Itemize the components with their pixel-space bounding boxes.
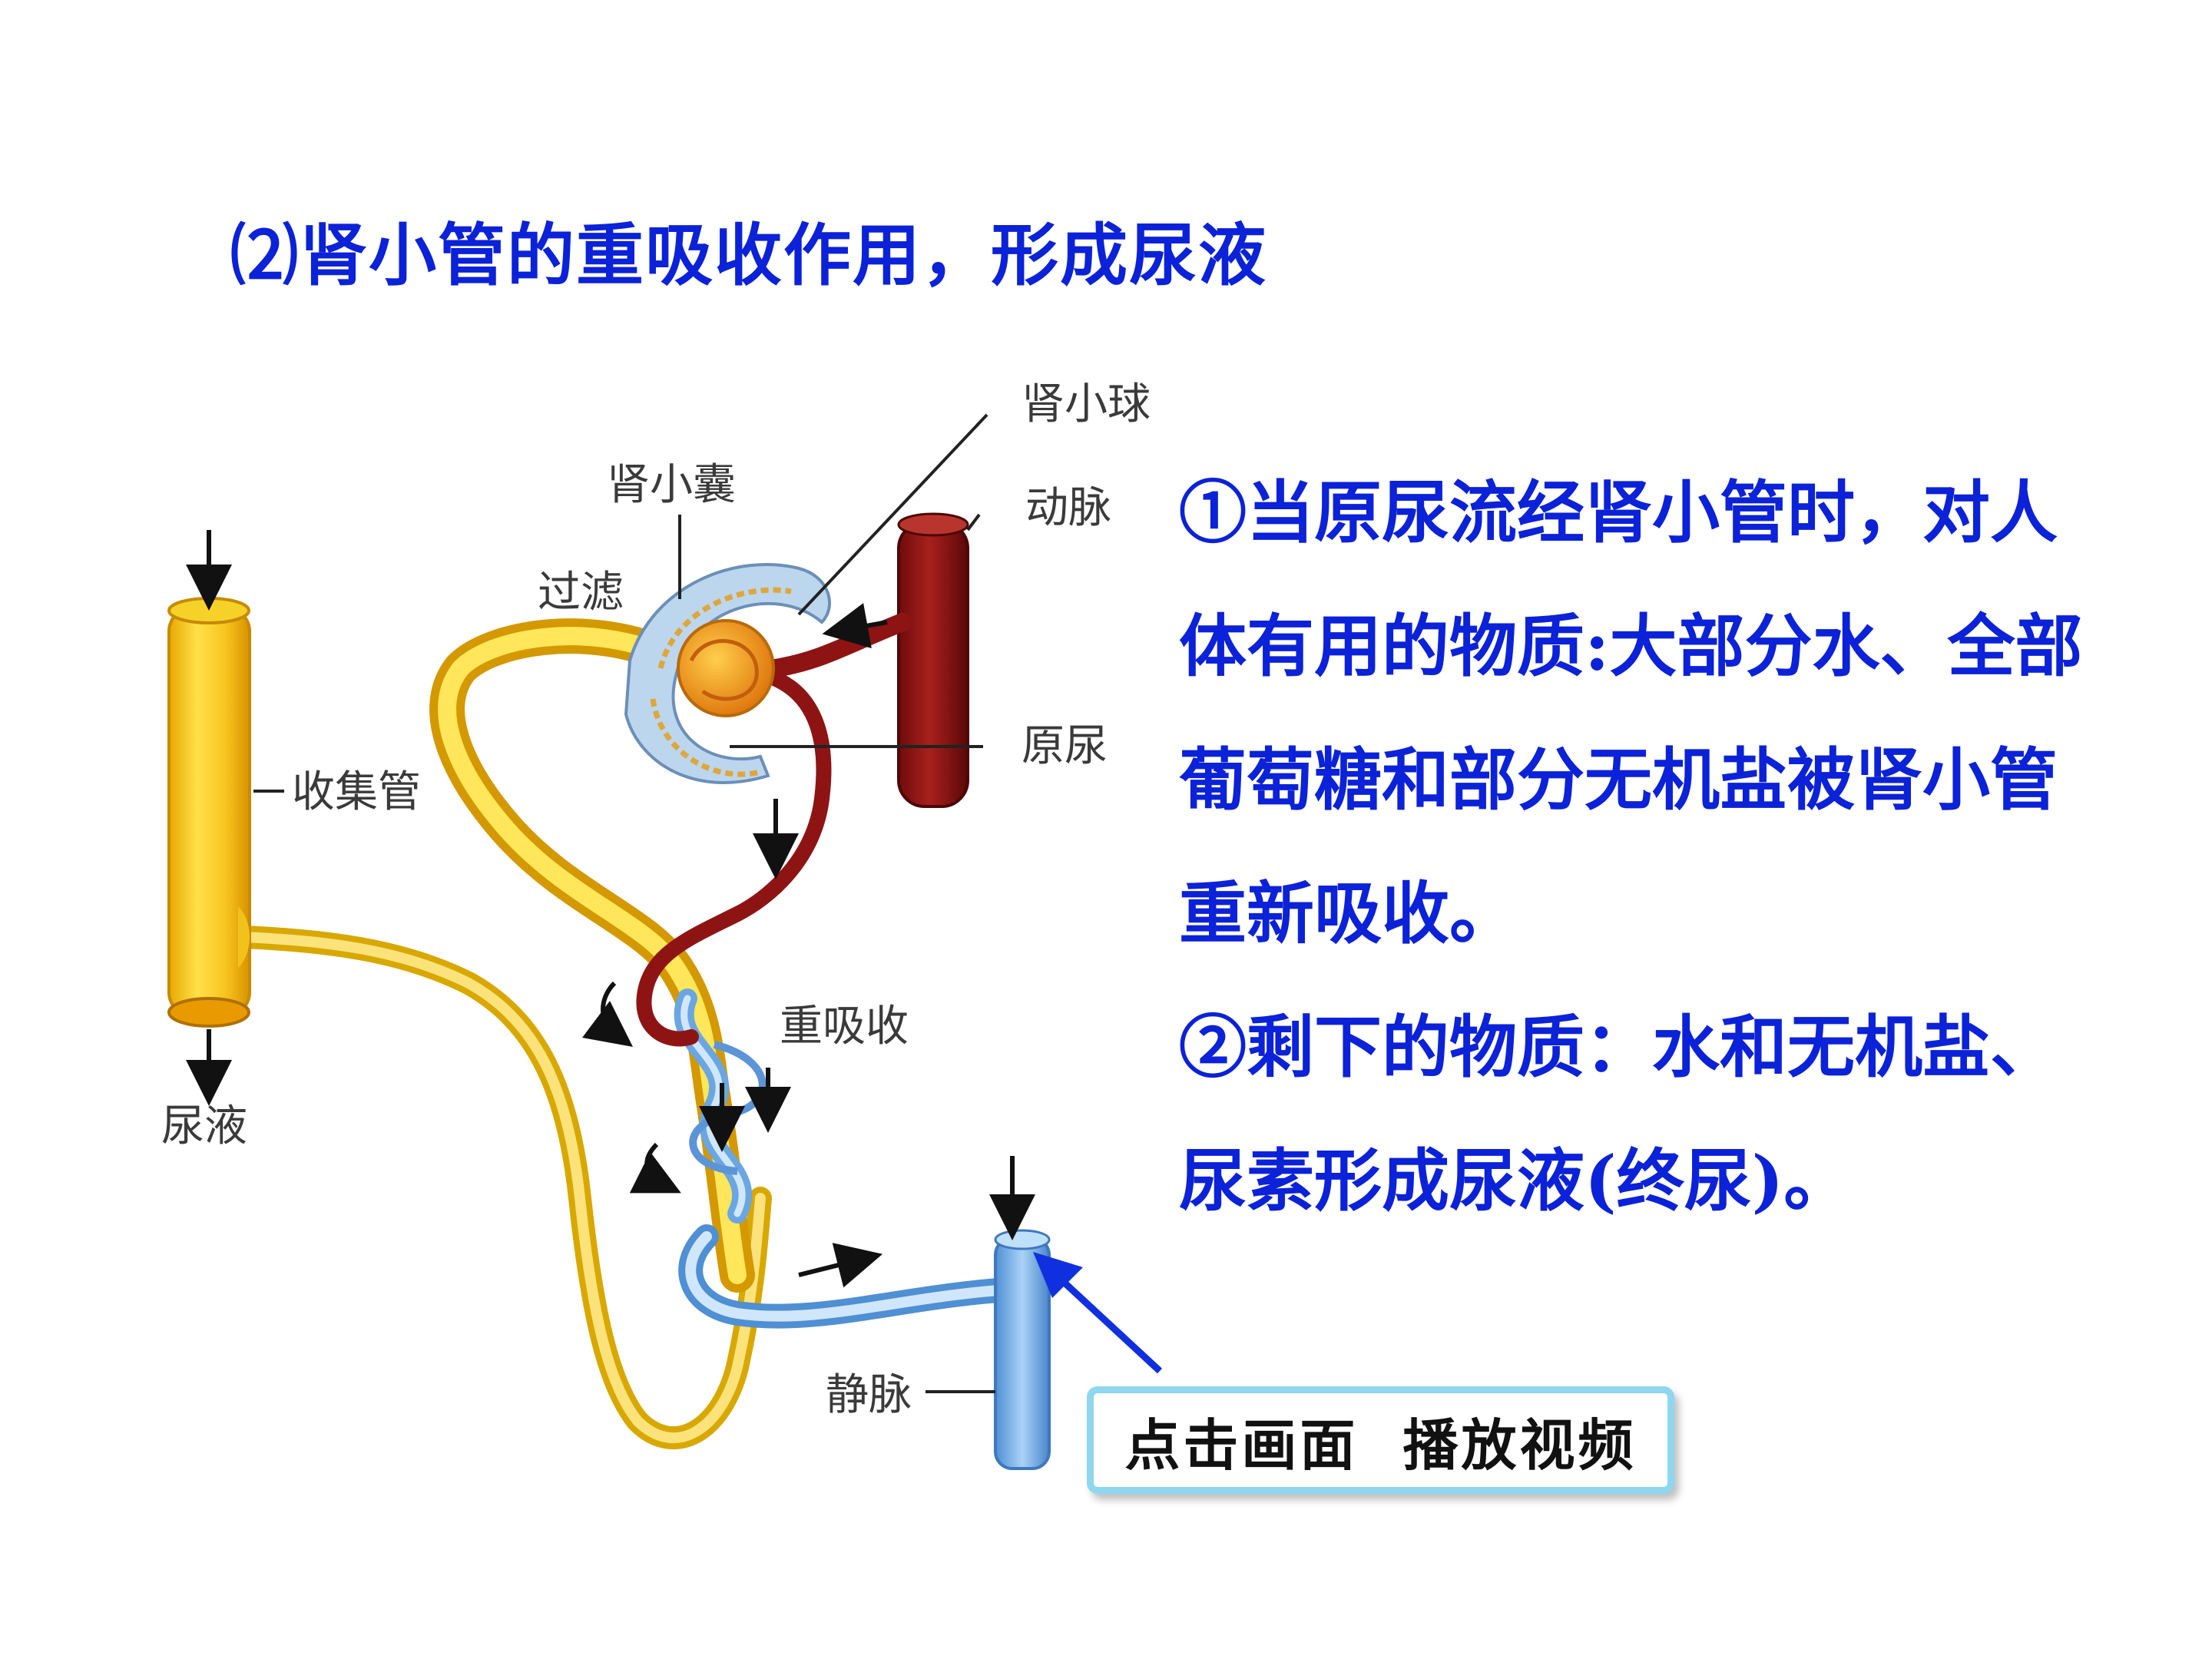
flow-arrows bbox=[186, 530, 1035, 1288]
label-artery: 动脉 bbox=[1025, 483, 1111, 533]
label-glomerulus: 肾小球 bbox=[1022, 379, 1151, 429]
artery bbox=[636, 512, 969, 1047]
bullet-2: ②剩下的物质：水和无机盐、尿素形成尿液(终尿)。 bbox=[1179, 1007, 2058, 1220]
renal-corpuscle bbox=[624, 563, 831, 784]
label-urine: 尿液 bbox=[161, 1101, 247, 1151]
pointer-arrow bbox=[1033, 1252, 1163, 1374]
label-primary-urine: 原尿 bbox=[1022, 721, 1108, 771]
leader-lines bbox=[253, 413, 995, 1393]
label-capsule: 肾小囊 bbox=[607, 460, 736, 510]
slide-title: ⑵肾小管的重吸收作用，形成尿液 bbox=[230, 215, 1268, 295]
renal-tubule bbox=[429, 618, 755, 1293]
bullet-list: ①当原尿流经肾小管时，对人体有用的物质:大部分水、全部葡萄糖和部分无机盐被肾小管… bbox=[1179, 445, 2124, 1247]
collecting-duct bbox=[167, 597, 772, 1450]
bullet-1: ①当原尿流经肾小管时，对人体有用的物质:大部分水、全部葡萄糖和部分无机盐被肾小管… bbox=[1179, 472, 2083, 953]
play-video-button[interactable]: 点击画面 播放视频 bbox=[1087, 1386, 1674, 1494]
label-filtration: 过滤 bbox=[538, 568, 624, 618]
label-collecting-duct: 收集管 bbox=[292, 767, 421, 817]
label-vein: 静脉 bbox=[826, 1370, 912, 1420]
label-reabsorption: 重吸收 bbox=[780, 1002, 909, 1051]
